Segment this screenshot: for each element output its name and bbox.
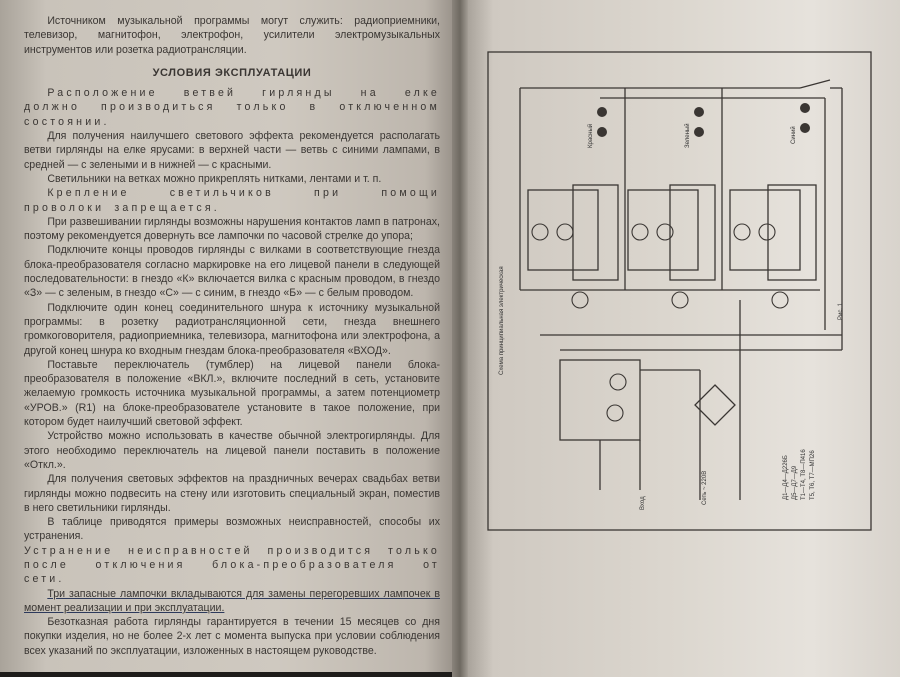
component-note: Т1—Т4, Т8—П416 xyxy=(801,449,807,500)
figure-label: Рис. 1 xyxy=(838,302,844,320)
section-heading: УСЛОВИЯ ЭКСПЛУАТАЦИИ xyxy=(152,66,312,79)
component-note: Д1—Д4—Д226Б xyxy=(783,455,789,500)
lamp-label-green: Зеленый xyxy=(684,123,691,148)
warranty-paragraph: Безотказная работа гирлянды гарантируетс… xyxy=(24,616,440,657)
paragraph: Крепление светильчиков при помощи провол… xyxy=(24,187,440,214)
right-page xyxy=(458,0,900,677)
component-note: Т5, Т6, Т7—МП26 xyxy=(810,450,816,500)
paragraph: Расположение ветвей гирлянды на елке дол… xyxy=(24,87,440,128)
paragraph: Устройство можно использовать в качестве… xyxy=(24,430,440,471)
diagram-caption: Схема принципиальная электрическая xyxy=(499,266,505,375)
paragraph: Устранение неисправностей производится т… xyxy=(24,544,440,586)
underlined-paragraph: Три запасные лампочки вкладываются для з… xyxy=(24,587,440,614)
paragraph: Подключите концы проводов гирлянды с вил… xyxy=(24,244,440,300)
paragraph: Для получения световых эффектов на празд… xyxy=(24,473,440,514)
net-label: Сеть ~ 220В xyxy=(702,471,708,505)
input-label: Вход xyxy=(640,496,646,510)
instructions-text: Источником музыкальной программы могут с… xyxy=(24,14,440,658)
page-fold xyxy=(452,0,468,677)
paragraph: Светильники на ветках можно прикреплять … xyxy=(47,172,382,185)
paragraph: Поставьте переключатель (тумблер) на лиц… xyxy=(24,358,440,429)
paragraph: Для получения наилучшего светового эффек… xyxy=(24,130,440,171)
left-page: Источником музыкальной программы могут с… xyxy=(0,0,462,672)
lamp-label-red: Красный xyxy=(587,124,594,148)
intro-paragraph: Источником музыкальной программы могут с… xyxy=(24,15,440,56)
paragraph: В таблице приводятся примеры возможных н… xyxy=(24,516,440,543)
component-note: Д5—Д7—Д9 xyxy=(792,465,798,500)
diagram-border xyxy=(487,51,872,531)
paragraph: Подключите один конец соединительного шн… xyxy=(24,301,440,357)
lamp-label-blue: Синий xyxy=(790,126,797,144)
paragraph: При развешивании гирлянды возможны наруш… xyxy=(24,215,440,243)
